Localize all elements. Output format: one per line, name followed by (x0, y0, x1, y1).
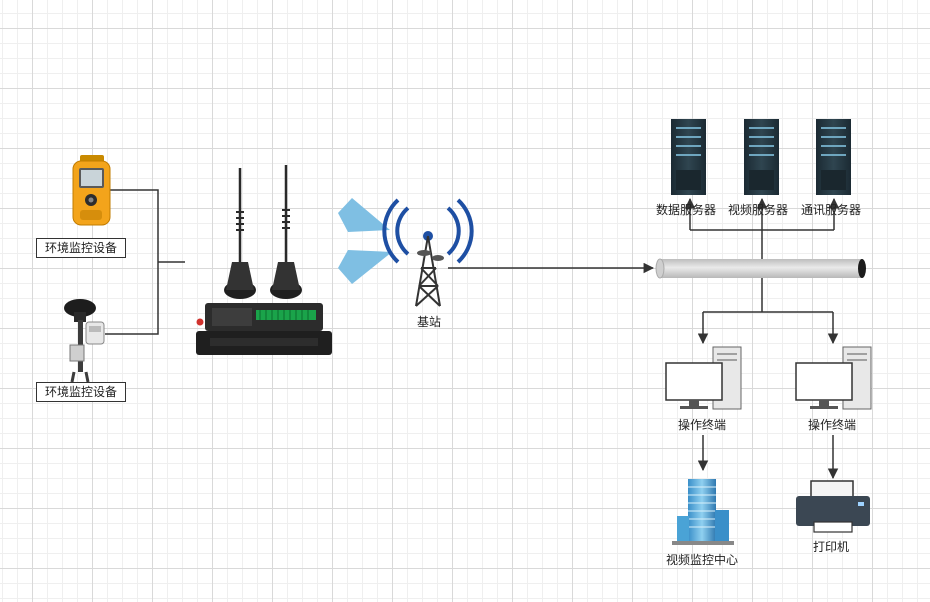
sensor-1-label: 环境监控设备 (36, 238, 127, 258)
base-station-label: 基站 (417, 315, 442, 329)
terminal-2-label: 操作终端 (808, 418, 857, 432)
comm-server-icon (816, 119, 851, 195)
server-connection-lines (684, 197, 840, 259)
comm-server-label: 通讯服务器 (801, 203, 862, 217)
video-server-label: 视频服务器 (728, 203, 789, 217)
dust-monitor-icon (64, 299, 105, 383)
output-connection-lines (697, 435, 839, 480)
building-icon (672, 479, 734, 545)
network-bus (655, 258, 866, 279)
sensor-connection-lines (105, 189, 185, 335)
data-server-icon (671, 119, 706, 195)
operator-terminal-2-icon (795, 346, 872, 410)
gas-detector-icon (72, 155, 111, 226)
terminal-1-label: 操作终端 (678, 418, 727, 432)
video-server-icon (744, 119, 779, 195)
base-station-tower-icon (382, 198, 474, 307)
printer-icon (796, 480, 870, 533)
video-center-label: 视频监控中心 (666, 553, 739, 567)
wireless-signal-waves (338, 198, 392, 284)
sensor-2-label: 环境监控设备 (36, 382, 127, 402)
wireless-router-icon (196, 165, 332, 355)
printer-label: 打印机 (813, 540, 850, 554)
operator-terminal-1-icon (665, 346, 742, 410)
terminal-connection-lines (697, 278, 839, 345)
data-server-label: 数据服务器 (656, 203, 717, 217)
